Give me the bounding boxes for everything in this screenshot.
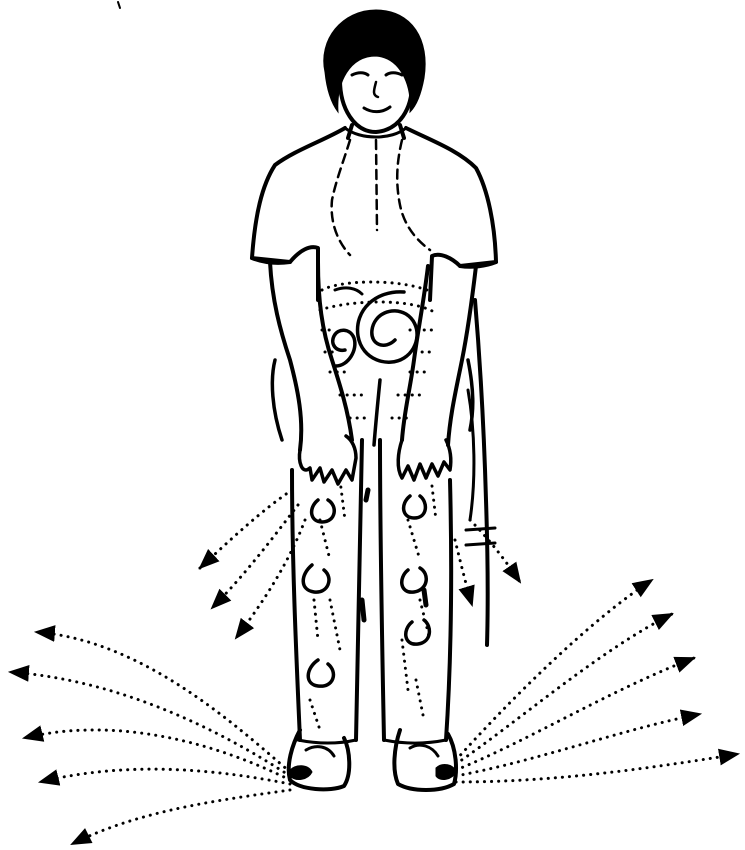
right-hand xyxy=(398,440,451,480)
left-hand xyxy=(299,436,356,484)
legs xyxy=(292,440,451,743)
left-foot-arrows xyxy=(10,632,290,844)
abdomen-energy xyxy=(320,282,434,445)
staff xyxy=(466,300,495,645)
stray-mark xyxy=(118,2,120,8)
nose xyxy=(374,82,378,97)
left-foot xyxy=(289,730,350,789)
right-eye xyxy=(386,73,402,75)
left-eye xyxy=(352,73,368,75)
feet xyxy=(289,730,456,790)
arms xyxy=(270,262,476,484)
mouth xyxy=(364,107,390,112)
head xyxy=(324,10,425,138)
right-foot-arrows xyxy=(456,580,738,782)
shirt xyxy=(252,128,496,300)
left-hand-arrows xyxy=(200,490,305,638)
